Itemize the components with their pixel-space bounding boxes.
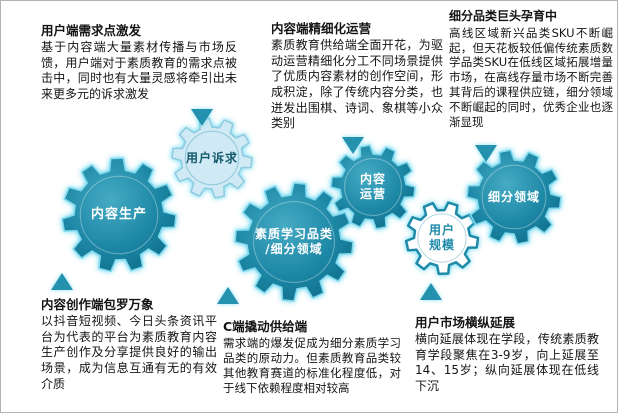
annotation-user-demand: 用户端需求点激发 基于内容端大量素材传播与市场反馈，用户端对于素质教育的需求点被… (41, 23, 237, 103)
annotation-title: C端撬动供给端 (223, 319, 308, 334)
annotation-c-side-leverage: C端撬动供给端 需求端的爆发促成为细分素质学习品类的原动力。但素质教育品类较其他… (223, 319, 401, 396)
annotation-title: 细分品类巨头孕育中 (449, 9, 558, 23)
arrow-triangle-down-content-operation (342, 137, 364, 154)
annotation-content-refined-ops: 内容端精细化运营 素质教育供给端全面开花，为驱动运营精细化分工不同场景提供了优质… (271, 21, 443, 132)
arrow-triangle-up-content-production (51, 273, 73, 290)
annotation-body: 基于内容端大量素材传播与市场反馈，用户端对于素质教育的需求点被击中，同时也有大量… (41, 40, 237, 102)
annotation-content-creation: 内容创作端包罗万象 以抖音短视频、今日头条资讯平台为代表的平台为素质教育内容生产… (41, 297, 217, 392)
arrow-triangle-up-quality-category (217, 287, 239, 304)
annotation-user-market: 用户市场横纵延展 横向延展体现在学段，传统素质教育学段聚焦在3-9岁，向上延展至… (415, 315, 599, 395)
annotation-body: 高线区域新兴品类SKU不断崛起，但天花板较低偏传统素质数学品类SKU在低线区域拓… (449, 25, 613, 130)
annotation-body: 素质教育供给端全面开花，为驱动运营精细化分工不同场景提供了优质内容素材的创作空间… (271, 38, 443, 131)
annotation-segment-giants: 细分品类巨头孕育中 高线区域新兴品类SKU不断崛起，但天花板较低偏传统素质数学品… (449, 9, 613, 130)
arrow-triangle-down-segment-field (475, 145, 497, 162)
annotation-title: 内容端精细化运营 (271, 21, 372, 36)
annotation-body: 以抖音短视频、今日头条资讯平台为代表的平台为素质教育内容生产创作及分享提供良好的… (41, 314, 217, 391)
annotation-body: 横向延展体现在学段，传统素质教育学段聚焦在3-9岁，向上延展至14、15岁；纵向… (415, 332, 599, 394)
gear-content-production: 内容生产 (55, 151, 183, 279)
annotation-title: 用户端需求点激发 (41, 23, 142, 38)
annotation-title: 内容创作端包罗万象 (41, 297, 154, 312)
arrow-triangle-down-user-appeal (191, 109, 213, 126)
annotation-body: 需求端的爆发促成为细分素质学习品类的原动力。但素质教育品类较其他教育赛道的标准化… (223, 336, 401, 396)
annotation-title: 用户市场横纵延展 (415, 315, 516, 330)
arrow-triangle-up-user-scale (420, 283, 442, 300)
